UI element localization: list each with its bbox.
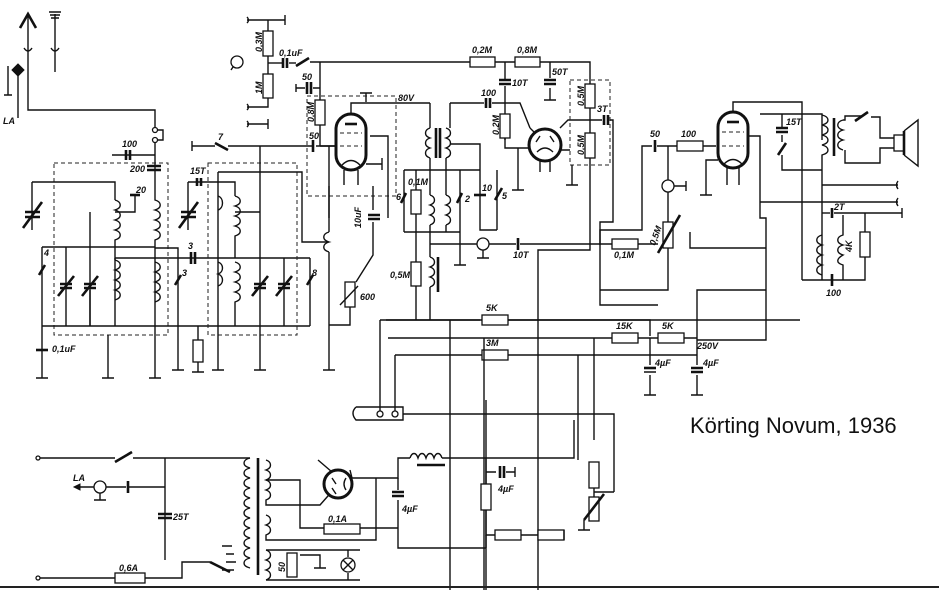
antenna-mains-label: LA: [73, 473, 85, 483]
r-600-label: 600: [360, 292, 375, 302]
v-250v-label: 250V: [696, 341, 719, 351]
r-0-5m-a-label: 0,5M: [576, 85, 586, 106]
coupling-section: 3 3: [115, 241, 310, 373]
pot-0-5m-label: 0,5M: [647, 224, 663, 247]
c-2t-label: 2T: [833, 202, 846, 212]
c-200-label: 200: [129, 164, 145, 174]
r-0-1m-label: 0,1M: [408, 177, 429, 187]
fuse-0-1a-label: 0,1A: [328, 514, 347, 524]
r-5k-b-label: 5K: [662, 321, 675, 331]
r-0-5m-lo-label: 0,5M: [390, 270, 411, 280]
c-3t-label: 3T: [597, 104, 609, 114]
top-bias-network: 0,3M 1M 0,1uF 50 0,8M 0,2M 0,8M 50T 10T: [230, 15, 591, 146]
c-20-label: 20: [135, 185, 146, 195]
c-10-label: 10: [482, 183, 492, 193]
r-1m-label: 1M: [254, 81, 264, 94]
c-50-b-label: 50: [309, 131, 319, 141]
c-100-out-label: 100: [826, 288, 841, 298]
r-3m-label: 3M: [486, 338, 499, 348]
c-50t-label: 50T: [552, 67, 569, 77]
c-0-1uf-bot-label: 0,1uF: [52, 344, 76, 354]
r-100-out-label: 100: [681, 129, 696, 139]
feedback-network: 2T 4K 100: [802, 202, 903, 298]
rf-coil-box-1: 20 4 0,1uF: [21, 162, 310, 379]
detector-region: 0,1M 6 2 10 5 0,5M 10T 0,1M: [380, 169, 800, 321]
c-10t-mid-label: 10T: [513, 250, 530, 260]
c-100-in-label: 100: [122, 139, 137, 149]
schematic-caption: Körting Novum, 1936: [690, 413, 897, 438]
c-4uf-b-label: 4µF: [702, 358, 719, 368]
r-15k-label: 15K: [616, 321, 634, 331]
c-4uf-psu-label: 4µF: [401, 504, 418, 514]
c-10t-top-label: 10T: [512, 78, 529, 88]
rf-coil-box-2: 15T 8: [177, 146, 328, 371]
output-transformer: [760, 110, 919, 280]
antenna-input: LA 100 200: [3, 11, 164, 186]
c-10uf-label: 10uF: [353, 206, 363, 228]
r-0-1m-mid-label: 0,1M: [614, 250, 635, 260]
power-supply: LA 25T 0,6A 0,1A 4µF 4µF: [35, 420, 614, 584]
fuse-0-6a-label: 0,6A: [119, 563, 138, 573]
bottom-divider: [0, 586, 939, 588]
sw-5-label: 5: [502, 191, 508, 201]
tube-3-output: 15T: [697, 101, 823, 341]
connector-strip: [352, 406, 615, 492]
sw-8-label: 8: [312, 268, 317, 278]
tube-1: 80V: [306, 92, 430, 218]
ht-distribution: 5K 15K 5K 250V 3M 4µF 4µF: [379, 289, 766, 590]
r-0-3m-label: 0,3M: [254, 31, 264, 52]
v-80v-label: 80V: [398, 93, 415, 103]
c-3-label: 3: [188, 241, 193, 251]
c-15t-out-label: 15T: [786, 117, 803, 127]
r-0-2m-det-label: 0,2M: [491, 114, 501, 135]
c-4uf-a-label: 4µF: [654, 358, 671, 368]
sw-7-label: 7: [218, 132, 224, 142]
tube-2-diode: 0,5M 3T 0,5M: [527, 79, 658, 590]
c-25t-label: 25T: [172, 512, 190, 522]
r-50-label: 50: [277, 562, 287, 572]
antenna-label: LA: [3, 116, 15, 126]
sw-6-label: 6: [396, 192, 402, 202]
r-4k-label: 4K: [844, 239, 854, 253]
r-0-8m-grid-label: 0,8M: [306, 101, 316, 122]
sw-4-label: 4: [43, 248, 49, 258]
if-transformer: 100 0,2M 10uF 600: [323, 88, 540, 371]
rf-grid-line: 7 50: [191, 131, 340, 152]
c-50-a-label: 50: [302, 72, 312, 82]
sw-2-label: 2: [464, 194, 470, 204]
c-0-1uf-top-label: 0,1uF: [279, 48, 303, 58]
sw-3-label: 3: [182, 268, 187, 278]
r-0-8m-top-label: 0,8M: [517, 45, 538, 55]
c-4uf-psu2-label: 4µF: [497, 484, 514, 494]
r-5k-a-label: 5K: [486, 303, 499, 313]
c-100-det-label: 100: [481, 88, 496, 98]
r-0-5m-b-label: 0,5M: [576, 134, 586, 155]
c-15t-rf-label: 15T: [190, 166, 207, 176]
c-50-out-label: 50: [650, 129, 660, 139]
volume-section: 50 100 0,5M: [599, 129, 766, 291]
r-0-2m-top-label: 0,2M: [472, 45, 493, 55]
